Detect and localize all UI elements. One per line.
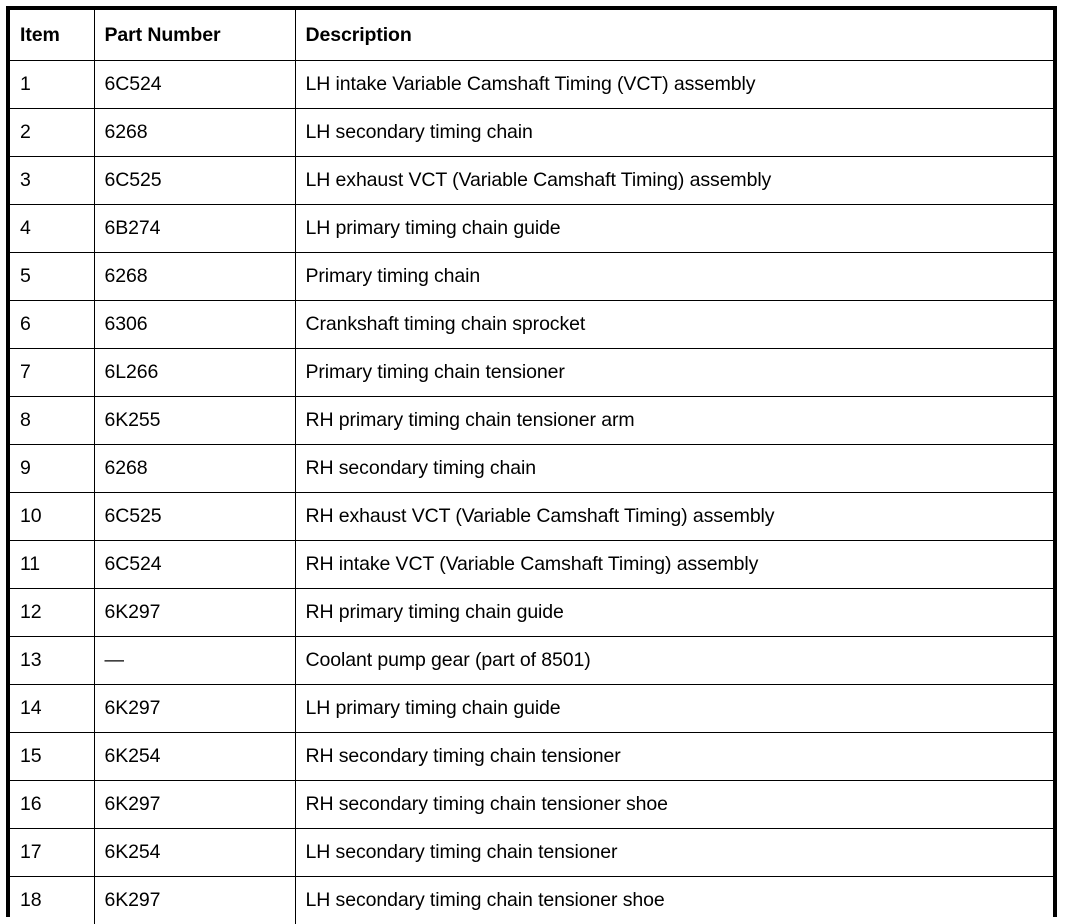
cell-item: 15	[10, 731, 95, 781]
cell-item: 7	[10, 347, 95, 397]
cell-part-number: 6B274	[93, 203, 296, 253]
cell-item: 4	[10, 203, 95, 253]
cell-item: 3	[10, 155, 95, 205]
cell-item: 6	[10, 299, 95, 349]
cell-description: LH intake Variable Camshaft Timing (VCT)…	[294, 59, 1053, 109]
cell-item: 14	[10, 683, 95, 733]
cell-description: Coolant pump gear (part of 8501)	[294, 635, 1053, 685]
column-header-description: Description	[294, 10, 1053, 61]
cell-description: Primary timing chain	[294, 251, 1053, 301]
column-header-part-number: Part Number	[93, 10, 296, 61]
cell-item: 10	[10, 491, 95, 541]
table-row: 13—Coolant pump gear (part of 8501)	[10, 635, 1053, 685]
cell-item: 5	[10, 251, 95, 301]
cell-item: 12	[10, 587, 95, 637]
cell-item: 17	[10, 827, 95, 877]
cell-part-number: 6268	[93, 443, 296, 493]
cell-item: 11	[10, 539, 95, 589]
cell-part-number: 6C524	[93, 539, 296, 589]
cell-part-number: 6C525	[93, 155, 296, 205]
cell-part-number: 6306	[93, 299, 296, 349]
cell-description: RH secondary timing chain	[294, 443, 1053, 493]
cell-part-number: —	[93, 635, 296, 685]
cell-part-number: 6268	[93, 107, 296, 157]
cell-part-number: 6K254	[93, 731, 296, 781]
cell-description: LH exhaust VCT (Variable Camshaft Timing…	[294, 155, 1053, 205]
cell-description: LH primary timing chain guide	[294, 683, 1053, 733]
cell-description: Primary timing chain tensioner	[294, 347, 1053, 397]
cell-description: RH primary timing chain tensioner arm	[294, 395, 1053, 445]
column-header-item: Item	[10, 10, 95, 61]
cell-item: 16	[10, 779, 95, 829]
table-header: Item Part Number Description	[10, 10, 1053, 61]
cell-part-number: 6K297	[93, 587, 296, 637]
cell-part-number: 6K297	[93, 875, 296, 924]
cell-part-number: 6L266	[93, 347, 296, 397]
cell-item: 2	[10, 107, 95, 157]
cell-part-number: 6K297	[93, 683, 296, 733]
cell-description: LH secondary timing chain tensioner	[294, 827, 1053, 877]
cell-description: RH secondary timing chain tensioner shoe	[294, 779, 1053, 829]
cell-description: LH primary timing chain guide	[294, 203, 1053, 253]
cell-item: 13	[10, 635, 95, 685]
cell-item: 8	[10, 395, 95, 445]
cell-part-number: 6K297	[93, 779, 296, 829]
cell-description: RH intake VCT (Variable Camshaft Timing)…	[294, 539, 1053, 589]
cell-item: 9	[10, 443, 95, 493]
cell-part-number: 6268	[93, 251, 296, 301]
table-header-row: Item Part Number Description	[10, 10, 1053, 61]
cell-part-number: 6C524	[93, 59, 296, 109]
cell-description: LH secondary timing chain	[294, 107, 1053, 157]
cell-item: 1	[10, 59, 95, 109]
cell-description: RH secondary timing chain tensioner	[294, 731, 1053, 781]
cell-part-number: 6K254	[93, 827, 296, 877]
cell-part-number: 6K255	[93, 395, 296, 445]
cell-description: RH primary timing chain guide	[294, 587, 1053, 637]
cell-part-number: 6C525	[93, 491, 296, 541]
cell-description: RH exhaust VCT (Variable Camshaft Timing…	[294, 491, 1053, 541]
cell-description: LH secondary timing chain tensioner shoe	[294, 875, 1053, 924]
cell-item: 18	[10, 875, 95, 924]
cell-description: Crankshaft timing chain sprocket	[294, 299, 1053, 349]
